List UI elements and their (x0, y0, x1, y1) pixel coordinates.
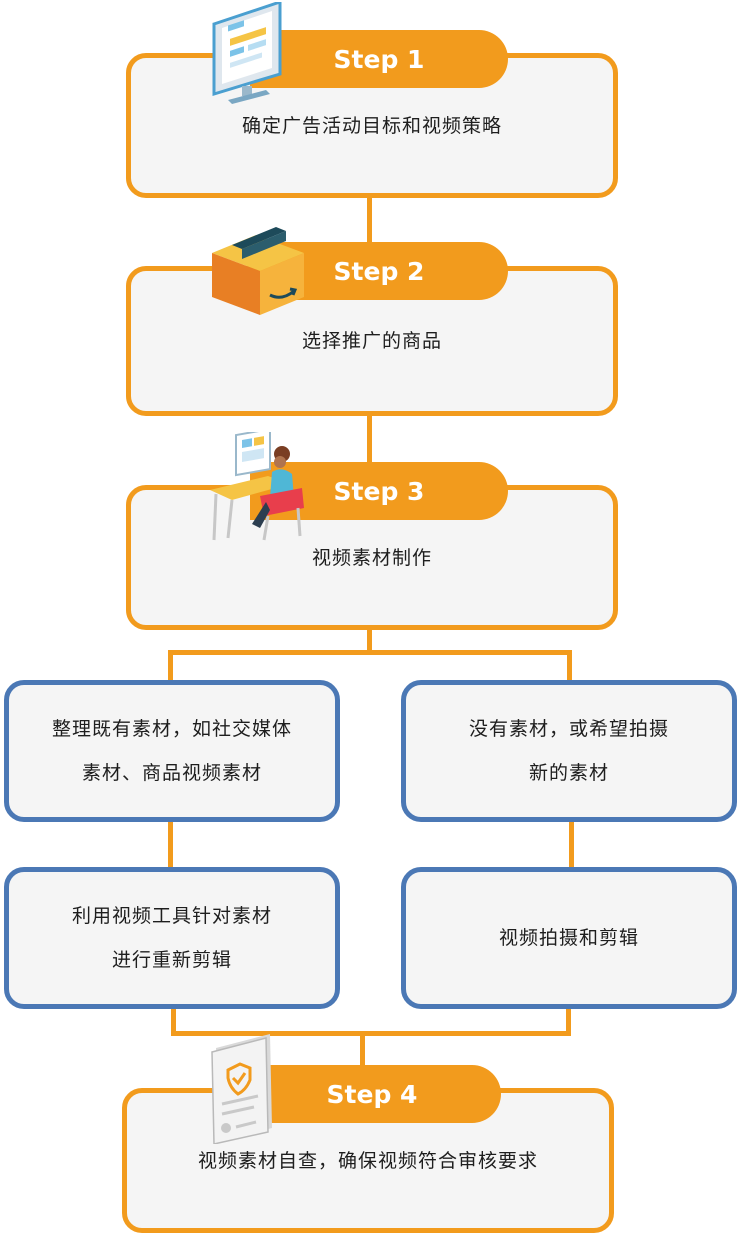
branch-right-2-line1: 视频拍摄和剪辑 (498, 927, 639, 949)
branch-left-1-line1: 整理既有素材，如社交媒体 (51, 718, 292, 740)
branch-right-2-box: 视频拍摄和剪辑 (401, 867, 737, 1009)
branch-left-2-line1: 利用视频工具针对素材 (71, 905, 272, 927)
branch-left-2-line2: 进行重新剪辑 (111, 949, 232, 971)
connector-split-right (567, 650, 572, 683)
connector-merge-step4 (360, 1031, 365, 1093)
connector-merge-right (566, 1005, 571, 1035)
step-3-label: Step 3 (333, 476, 425, 506)
person-at-desk-icon (208, 427, 312, 542)
package-box-icon (208, 215, 308, 317)
connector-split-horizontal (168, 650, 572, 655)
connector-merge-left (171, 1005, 176, 1035)
connector-step1-step2 (367, 195, 372, 270)
connector-left-branch (168, 820, 173, 870)
branch-right-1-line2: 新的素材 (528, 762, 609, 784)
step-4-label: Step 4 (326, 1079, 418, 1109)
branch-right-1-box: 没有素材，或希望拍摄 新的素材 (401, 680, 737, 822)
step-4-text: 视频素材自查，确保视频符合审核要求 (197, 1149, 538, 1172)
step-1-pill: Step 1 (250, 30, 508, 88)
computer-screen-icon (208, 0, 288, 104)
connector-right-branch (569, 820, 574, 870)
connector-split-left (168, 650, 173, 683)
step-2-text: 选择推广的商品 (301, 330, 442, 352)
branch-right-1-line1: 没有素材，或希望拍摄 (468, 718, 669, 740)
branch-left-1-box: 整理既有素材，如社交媒体 素材、商品视频素材 (4, 680, 340, 822)
branch-left-1-line2: 素材、商品视频素材 (81, 762, 262, 784)
connector-merge-horizontal (171, 1031, 571, 1036)
step-1-label: Step 1 (333, 44, 425, 74)
step-2-label: Step 2 (333, 256, 425, 286)
connector-step3-split (367, 628, 372, 652)
step-1-text: 确定广告活动目标和视频策略 (241, 114, 502, 137)
step-4-pill: Step 4 (243, 1065, 501, 1123)
connector-step2-step3 (367, 414, 372, 489)
checklist-document-icon (208, 1032, 278, 1145)
branch-left-2-box: 利用视频工具针对素材 进行重新剪辑 (4, 867, 340, 1009)
step-3-text: 视频素材制作 (311, 546, 432, 569)
